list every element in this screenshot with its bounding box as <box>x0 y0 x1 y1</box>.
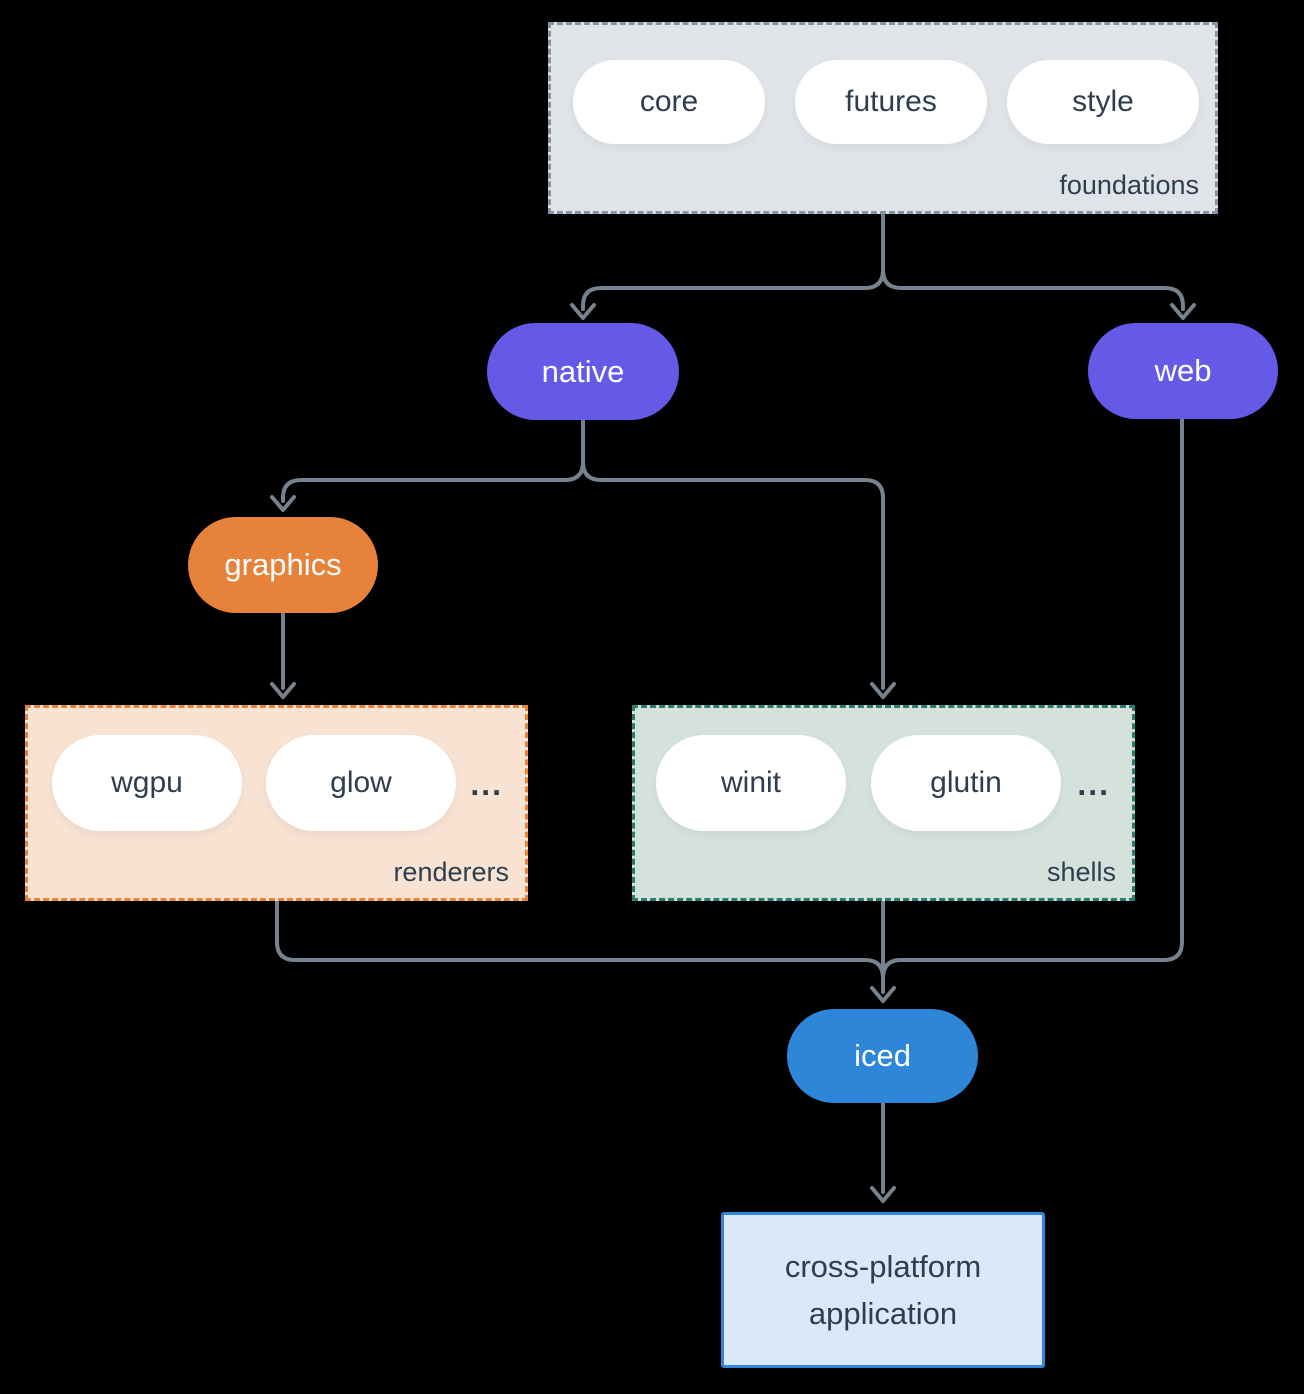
group-label-shells: shells <box>1046 857 1116 887</box>
renderers-ellipsis: ... <box>470 766 503 802</box>
pill-glow: glow <box>266 735 456 831</box>
pill-futures: futures <box>795 60 987 144</box>
pill-style: style <box>1007 60 1199 144</box>
arrowhead-native <box>570 303 596 320</box>
connector-foundations-web <box>881 213 1185 311</box>
application-label-line2: application <box>808 1296 958 1331</box>
node-iced: iced <box>787 1009 978 1103</box>
pill-wgpu: wgpu <box>52 735 242 831</box>
pill-winit: winit <box>656 735 846 831</box>
arrowhead-renderers <box>270 682 296 699</box>
node-cross-platform-application: cross-platform application <box>721 1212 1045 1368</box>
connector-native-graphics <box>281 419 585 503</box>
node-native: native <box>487 323 679 420</box>
connector-native-shells <box>581 419 885 690</box>
arrowhead-web <box>1170 303 1196 320</box>
connector-foundations-native <box>581 213 885 311</box>
arrowhead-application <box>870 1186 896 1203</box>
group-shells: winit glutin ... shells <box>632 705 1135 901</box>
group-label-renderers: renderers <box>393 857 509 887</box>
arrowhead-graphics <box>270 495 296 512</box>
pill-glutin: glutin <box>871 735 1061 831</box>
connector-renderers-iced <box>275 899 885 980</box>
group-label-foundations: foundations <box>1059 170 1199 200</box>
group-renderers: wgpu glow ... renderers <box>25 705 528 901</box>
group-foundations: core futures style foundations <box>548 22 1218 214</box>
application-label-line1: cross-platform <box>784 1249 982 1284</box>
pill-core: core <box>573 60 765 144</box>
node-graphics: graphics <box>188 517 378 613</box>
shells-ellipsis: ... <box>1077 766 1110 802</box>
arrowhead-shells <box>870 682 896 699</box>
arrowhead-iced <box>870 986 896 1003</box>
connector-web-iced <box>881 417 1184 980</box>
node-web: web <box>1088 323 1278 419</box>
